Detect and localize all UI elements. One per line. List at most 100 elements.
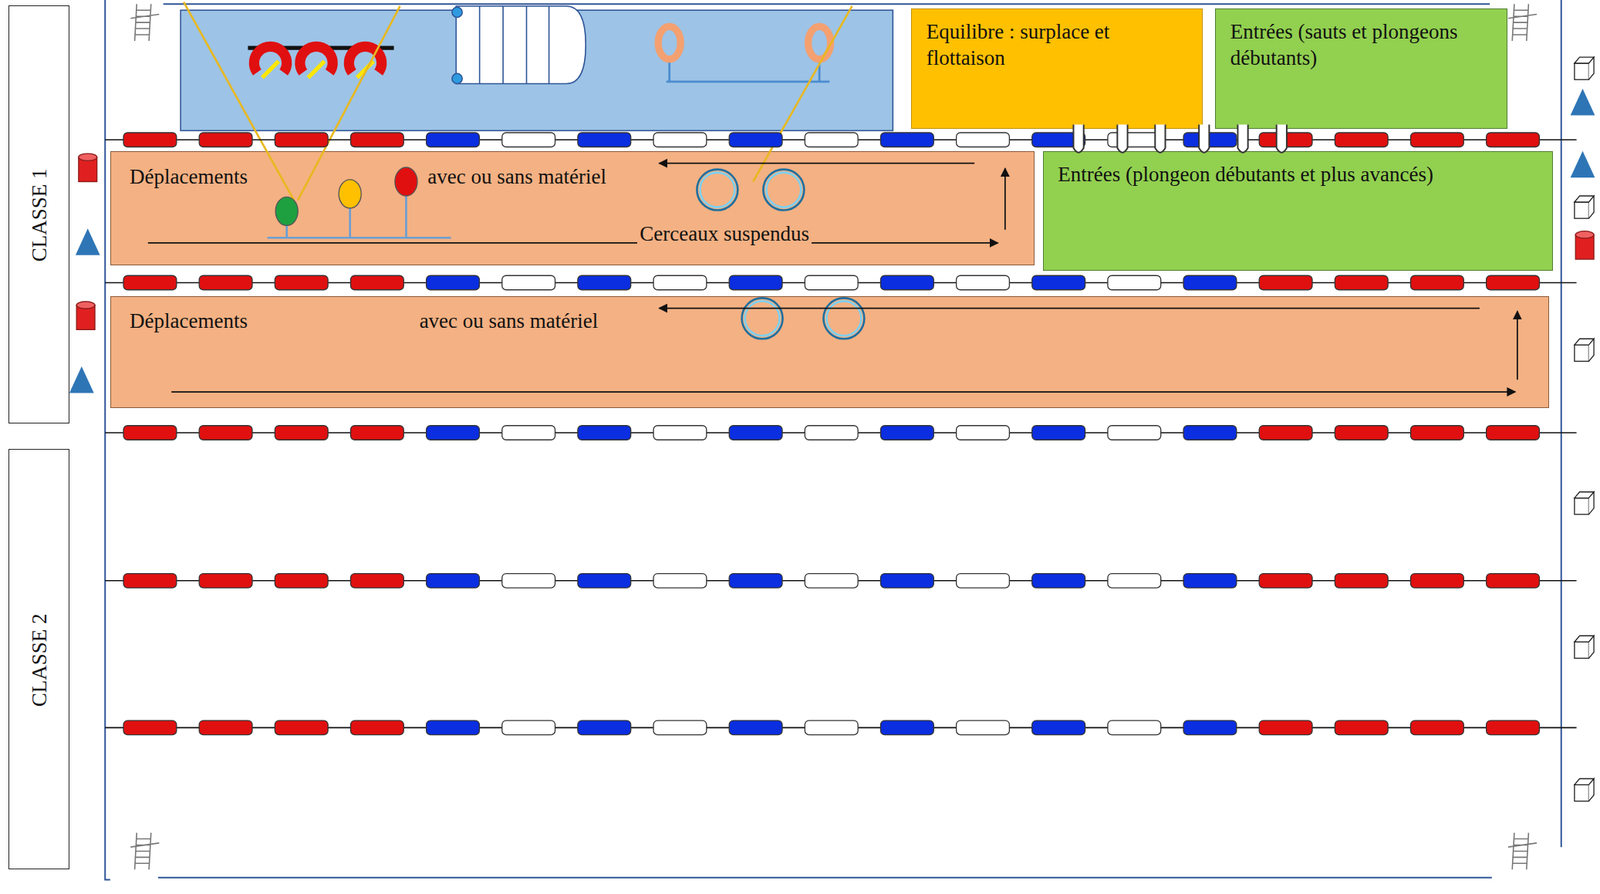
lane-float (1334, 275, 1388, 291)
lane-ropes (104, 132, 1577, 736)
lane-float (350, 275, 404, 291)
lane-float (880, 720, 934, 736)
lane-float (274, 275, 328, 291)
lane-float (502, 425, 556, 441)
lane-float (1183, 720, 1237, 736)
zone-note: avec ou sans matériel (417, 308, 601, 335)
lane-float (199, 425, 253, 441)
class-label: CLASSE 2 (8, 448, 70, 870)
lane-float (1410, 425, 1465, 441)
lane-float (577, 573, 632, 589)
lane-float (1410, 132, 1465, 148)
station-box: Entrées (plongeon débutants et plus avan… (1043, 151, 1553, 271)
lane-float (1107, 275, 1162, 291)
equipment-symbols (69, 57, 1595, 802)
lane-float (1410, 573, 1465, 589)
lane-float (1410, 275, 1465, 291)
lane-float (1334, 720, 1388, 736)
lane-float (729, 720, 783, 736)
lane-float (577, 720, 632, 736)
lane-float (426, 275, 480, 291)
lane-float (123, 132, 177, 148)
station-box: Entrées (sauts et plongeons débutants) (1215, 8, 1507, 129)
lane-float (199, 275, 253, 291)
lane-float (1259, 275, 1313, 291)
rope-line (104, 282, 1577, 284)
lane-float (1107, 720, 1162, 736)
lane-float (880, 425, 934, 441)
lane-float (426, 132, 480, 148)
lane-float (123, 573, 177, 589)
lane-float (729, 132, 783, 148)
zone-title: Déplacements (127, 164, 250, 191)
zone-title: Entrées (plongeon débutants et plus avan… (1043, 151, 1554, 199)
lane-float (1259, 132, 1313, 148)
class-label: CLASSE 1 (8, 5, 70, 424)
lane-float (880, 132, 934, 148)
lane-float (274, 720, 328, 736)
lane-float (956, 425, 1010, 441)
lane-float (577, 275, 632, 291)
lane-float (1486, 275, 1540, 291)
lane-float (1183, 425, 1237, 441)
lane-float (1032, 573, 1086, 589)
rope-line (104, 727, 1577, 730)
lane-float (956, 573, 1010, 589)
lane-float (1032, 275, 1086, 291)
lane-float (653, 573, 707, 589)
zone-title: Entrées (sauts et plongeons débutants) (1215, 9, 1508, 82)
lane-float (123, 275, 177, 291)
zone-title: Equilibre : surplace et flottaison (911, 9, 1204, 82)
lane-float (350, 573, 404, 589)
lane-float (1183, 132, 1237, 148)
lane-float (1334, 573, 1388, 589)
zone-note: avec ou sans matériel (425, 164, 609, 191)
lane-float (804, 425, 858, 441)
lane-float (274, 132, 328, 148)
lane-float (1032, 425, 1086, 441)
lane-float (880, 573, 934, 589)
rope-line (104, 580, 1577, 582)
pool-outline (104, 0, 1561, 880)
lane-float (956, 132, 1010, 148)
lane-float (502, 132, 556, 148)
class-title: CLASSE 1 (26, 168, 53, 262)
rope-line (104, 138, 1577, 141)
lane-float (1259, 720, 1313, 736)
lane-zone: Déplacements avec ou sans matérielCerceau… (110, 151, 1035, 266)
hanging-horseshoes (247, 46, 394, 78)
lane-float (1334, 132, 1388, 148)
lane-float (956, 720, 1010, 736)
zone-title: Déplacements (127, 308, 250, 335)
lane-float (426, 425, 480, 441)
lane-float (804, 275, 858, 291)
lane-float (1032, 720, 1086, 736)
lane-float (1107, 132, 1162, 148)
lane-float (426, 573, 480, 589)
lane-float (1107, 573, 1162, 589)
lane-float (199, 573, 253, 589)
lane-float (1183, 573, 1237, 589)
rope-line (104, 432, 1577, 434)
lane-float (274, 573, 328, 589)
zone-note: Cerceaux suspendus (637, 221, 812, 248)
lane-float (577, 132, 632, 148)
lane-float (1486, 720, 1540, 736)
hooks (1073, 124, 1287, 152)
lane-float (1107, 425, 1162, 441)
lane-float (199, 132, 253, 148)
lane-float (1032, 132, 1086, 148)
lane-float (804, 132, 858, 148)
lane-zone: Déplacements avec ou sans matériel (110, 296, 1550, 409)
shallow-play-area (180, 10, 893, 131)
ring-targets (658, 26, 831, 82)
lane-float (1486, 573, 1540, 589)
lane-float (1410, 720, 1465, 736)
lane-float (199, 720, 253, 736)
station-box: Equilibre : surplace et flottaison (911, 8, 1203, 129)
lane-float (502, 720, 556, 736)
lane-float (653, 425, 707, 441)
lane-float (350, 720, 404, 736)
